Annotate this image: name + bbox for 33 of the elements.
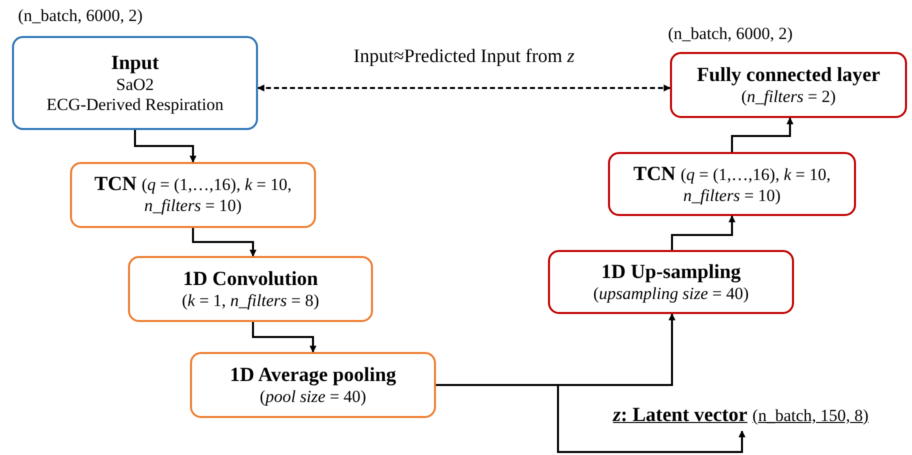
node-title: z: Latent vector bbox=[613, 404, 748, 426]
arrow bbox=[134, 130, 196, 163]
pooling-box bbox=[190, 352, 436, 418]
node-text: SaO2 bbox=[116, 74, 154, 95]
tcn-box bbox=[70, 162, 316, 228]
node-text: (n_filters = 2) bbox=[741, 86, 836, 108]
node-text: (q = (1,…,16), k = 10, n_filters = 10) bbox=[680, 165, 831, 205]
shape-label: (n_batch, 6000, 2) bbox=[18, 6, 143, 26]
node-text: (pool size = 40) bbox=[260, 386, 366, 408]
arrow bbox=[436, 384, 746, 453]
arrow bbox=[252, 322, 316, 353]
dashed-arrow bbox=[257, 84, 671, 92]
node-text: (n_batch, 150, 8) bbox=[752, 406, 869, 425]
arrow bbox=[731, 117, 794, 152]
node-title: TCN bbox=[633, 163, 676, 185]
node-title: Input bbox=[111, 50, 159, 75]
arrow bbox=[192, 228, 256, 257]
shape-label: (n_batch, 6000, 2) bbox=[668, 24, 793, 44]
node-title: 1D Average pooling bbox=[230, 362, 396, 387]
node-text: (q = (1,…,16), k = 10, n_filters = 10) bbox=[142, 175, 292, 215]
node-text: (k = 1, n_filters = 8) bbox=[182, 290, 320, 312]
dense-layer-box bbox=[670, 52, 907, 118]
node-title: Fully connected layer bbox=[696, 62, 880, 87]
tcn-box bbox=[608, 152, 856, 216]
node-title: 1D Convolution bbox=[182, 266, 318, 291]
node-title: 1D Up-sampling bbox=[601, 260, 741, 284]
node-text: ECG-Derived Respiration bbox=[46, 95, 224, 116]
convolution-box bbox=[128, 256, 373, 322]
node-title: TCN bbox=[94, 173, 137, 195]
arrow bbox=[671, 215, 736, 250]
node-text: (upsampling size = 40) bbox=[593, 284, 749, 304]
input-box bbox=[12, 36, 258, 130]
upsampling-box bbox=[548, 250, 794, 314]
